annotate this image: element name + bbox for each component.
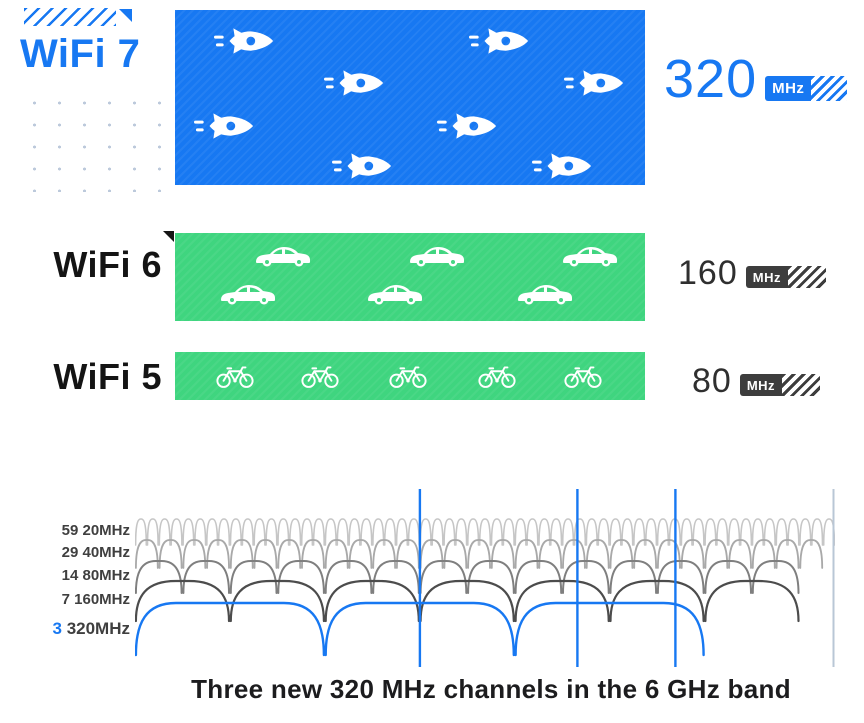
channel-count: 7 <box>61 591 70 608</box>
wifi6-bandwidth-value: 160 MHz <box>678 256 826 290</box>
chart-row-label: 59 20MHz <box>62 522 130 539</box>
wifi5-label: WiFi 5 <box>53 356 162 397</box>
rocket-icon <box>332 151 394 181</box>
channel-count: 14 <box>61 567 79 584</box>
wifi7-bandwidth-value: 320 MHz <box>664 49 848 109</box>
corner-triangle-icon <box>119 9 132 22</box>
corner-triangle-icon <box>163 231 174 242</box>
channel-bandwidth: 20MHz <box>78 522 130 539</box>
wifi5-channel-band <box>175 352 645 400</box>
car-icon <box>561 243 619 269</box>
rocket-icon <box>194 111 256 141</box>
bike-icon <box>563 362 603 390</box>
mhz-badge: MHz <box>745 266 826 288</box>
channel-arcs-40MHz <box>135 539 824 569</box>
wifi7-label: WiFi 7 <box>20 32 141 76</box>
channel-arcs-80MHz <box>135 560 800 594</box>
bandwidth-number: 160 <box>678 254 738 292</box>
car-icon <box>516 281 574 307</box>
hatch-pattern-icon <box>811 76 848 101</box>
rocket-icon <box>324 68 386 98</box>
bandwidth-number: 80 <box>692 362 732 400</box>
mhz-unit-label: MHz <box>745 266 788 288</box>
car-icon <box>408 243 466 269</box>
chart-row-label: 29 40MHz <box>62 544 130 561</box>
channel-count: 59 <box>61 522 79 539</box>
wifi7-channel-band <box>175 10 645 185</box>
chart-caption: Three new 320 MHz channels in the 6 GHz … <box>191 674 791 704</box>
channel-count: 29 <box>61 544 79 561</box>
channel-bandwidth: 80MHz <box>78 567 130 584</box>
channel-arcs-160MHz <box>135 579 800 623</box>
channel-bandwidth: 320MHz <box>61 619 130 638</box>
chart-row-label: 3 320MHz <box>53 619 131 639</box>
hatch-pattern-icon <box>782 374 821 396</box>
mhz-unit-label: MHz <box>765 76 812 101</box>
rocket-icon <box>564 68 626 98</box>
rocket-icon <box>437 111 499 141</box>
rocket-icon <box>532 151 594 181</box>
hatch-pattern-icon <box>787 266 826 288</box>
car-icon <box>254 243 312 269</box>
channel-bandwidth: 160MHz <box>69 591 130 608</box>
car-icon <box>366 281 424 307</box>
wifi6-channel-band <box>175 233 645 321</box>
bike-icon <box>477 362 517 390</box>
rocket-icon <box>469 26 531 56</box>
mhz-badge: MHz <box>765 76 848 101</box>
diagonal-hatch-decoration <box>24 8 116 26</box>
bike-icon <box>388 362 428 390</box>
mhz-unit-label: MHz <box>739 374 783 396</box>
mhz-badge: MHz <box>739 374 821 396</box>
dot-grid-decoration <box>22 92 162 192</box>
bike-icon <box>215 362 255 390</box>
bandwidth-number: 320 <box>664 49 758 109</box>
bike-icon <box>300 362 340 390</box>
channel-count: 3 <box>52 619 62 638</box>
channel-bandwidth: 40MHz <box>78 544 130 561</box>
car-icon <box>219 281 277 307</box>
wifi5-bandwidth-value: 80 MHz <box>692 362 821 400</box>
wifi6-label: WiFi 6 <box>53 244 162 285</box>
rocket-icon <box>214 26 276 56</box>
chart-row-label: 14 80MHz <box>62 567 130 584</box>
chart-row-label: 7 160MHz <box>62 591 130 608</box>
channel-spectrum-chart <box>135 489 835 667</box>
